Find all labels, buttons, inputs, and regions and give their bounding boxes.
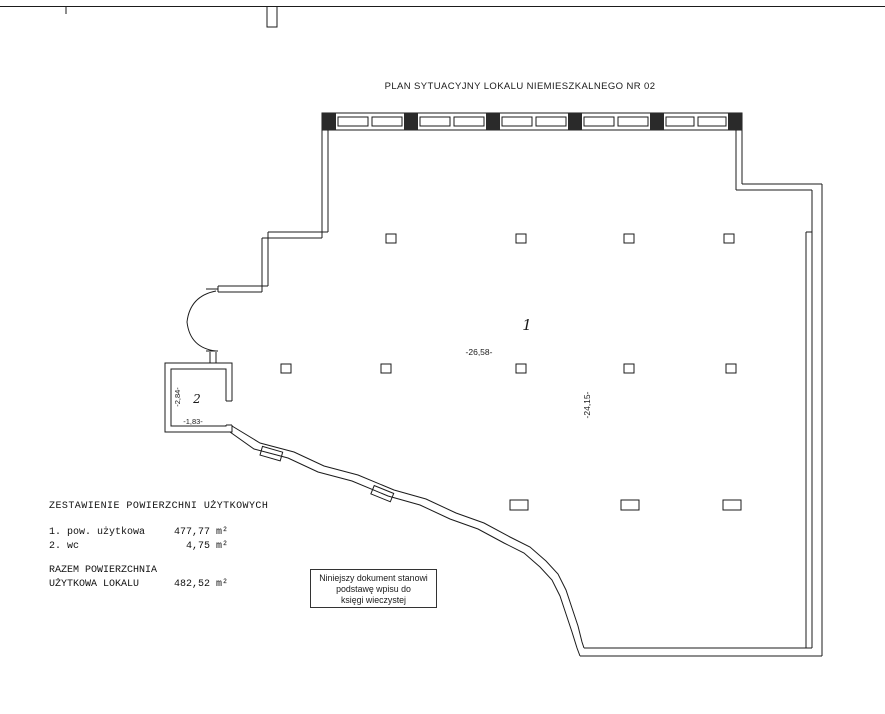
stamp-line1: Niniejszy dokument stanowi (319, 573, 428, 583)
area-summary-table: ZESTAWIENIE POWIERZCHNI UŻYTKOWYCH 1. po… (49, 500, 289, 592)
row-value: 4,75 m² (185, 541, 228, 552)
stamp-line2: podstawę wpisu do (336, 583, 411, 594)
interior-columns (280, 233, 742, 511)
total-label-line2: UŻYTKOWA LOKALU (49, 579, 140, 590)
window-piers (322, 113, 742, 130)
door-swing-arcs (186, 288, 218, 363)
area-total-block: RAZEM POWIERZCHNIA UŻYTKOWA LOKALU 482,5… (49, 564, 289, 592)
room2-width-dimension: -1,83- (183, 417, 203, 426)
area-table-heading: ZESTAWIENIE POWIERZCHNI UŻYTKOWYCH (49, 501, 269, 512)
table-row: 1. pow. użytkowa 477,77 m² (49, 526, 289, 540)
room2-walls (164, 362, 234, 433)
plan-title: PLAN SYTUACYJNY LOKALU NIEMIESZKALNEGO N… (385, 81, 656, 92)
row-name: 1. pow. użytkowa (49, 527, 146, 538)
legal-stamp-box: Niniejszy dokument stanowi podstawę wpis… (310, 569, 437, 608)
total-value: 482,52 m² (173, 579, 228, 590)
table-row: UŻYTKOWA LOKALU 482,52 m² (49, 578, 289, 592)
table-row: 2. wc 4,75 m² (49, 540, 289, 554)
stamp-line3: księgi wieczystej (340, 594, 407, 605)
room2-label: 2 (192, 392, 201, 406)
room1-label: 1 (522, 316, 532, 334)
room1-height-dimension: -24,15- (582, 391, 592, 418)
sheet-top-border (0, 6, 885, 28)
total-label-line1: RAZEM POWIERZCHNIA (49, 565, 158, 576)
row-value: 477,77 m² (173, 527, 228, 538)
row-name: 2. wc (49, 541, 80, 552)
room2-height-dimension: -2,84- (173, 387, 182, 407)
top-wall-window-band (321, 112, 743, 131)
room1-width-dimension: -26,58- (466, 347, 493, 357)
exterior-walls (217, 130, 823, 657)
